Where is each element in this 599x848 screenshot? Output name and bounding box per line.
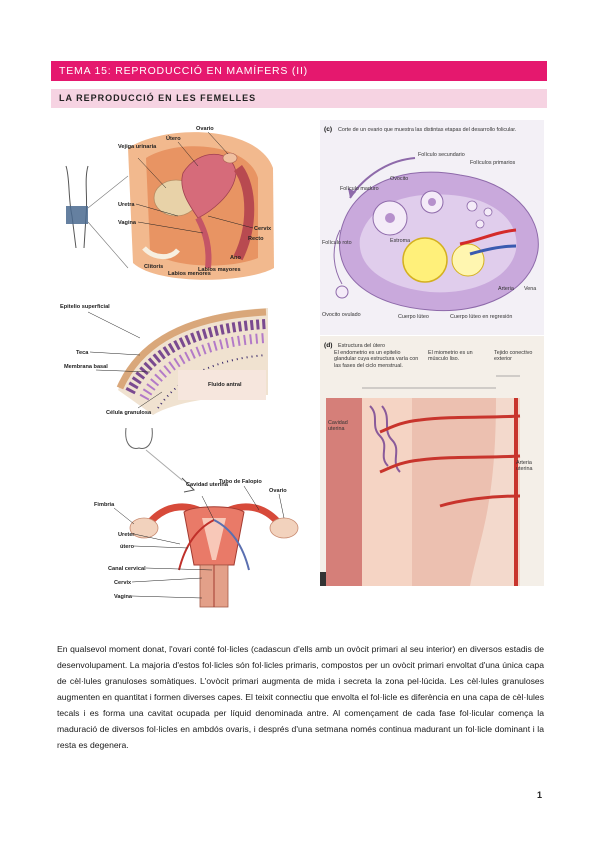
- label-epitelio: Epitelio superficial: [60, 304, 110, 310]
- label-cuerpo-luteo: Cuerpo lúteo: [398, 314, 429, 320]
- label-ovario-uterus: Ovario: [269, 488, 287, 494]
- label-ureter: Ureter: [118, 532, 135, 538]
- label-clitoris: Clítoris: [144, 264, 163, 270]
- ovary-figure: (c) Corte de un ovario que muestra las d…: [320, 120, 544, 335]
- label-arteria: Arteria: [498, 286, 514, 292]
- uterus-figure: Cavidad uterina Tubo de Falopio Ovario F…: [84, 420, 304, 610]
- label-foliculos-primarios: Folículos primarios: [470, 160, 516, 166]
- caption-d-letter: (d): [324, 342, 332, 349]
- label-fimbria: Fimbria: [94, 502, 115, 508]
- label-vagina-uterus: Vagina: [114, 594, 133, 600]
- label-cervix-uterus: Cervix: [114, 580, 132, 586]
- caption-c-letter: (c): [324, 126, 332, 133]
- page-number: 1: [537, 790, 543, 800]
- label-ano: Ano: [230, 255, 241, 261]
- label-ovocito-ovulado: Ovocito ovulado: [322, 312, 361, 318]
- label-foliculo-roto: Folículo roto: [322, 240, 352, 246]
- section-title: TEMA 15: REPRODUCCIÓ EN MAMÍFERS (II): [59, 65, 308, 77]
- label-foliculo-maduro: Folículo maduro: [340, 186, 379, 192]
- label-miometrio: El miometrio es un músculo liso.: [428, 350, 473, 363]
- caption-c-text: Corte de un ovario que muestra las disti…: [338, 127, 516, 133]
- subsection-title-bar: LA REPRODUCCIÓ EN LES FEMELLES: [51, 89, 547, 108]
- label-celula-granulosa: Célula granulosa: [106, 410, 152, 416]
- label-estroma: Estroma: [390, 238, 410, 244]
- label-utero: Útero: [166, 135, 181, 142]
- follicle-wall-figure: Epitelio superficial Teca Membrana basal…: [58, 300, 278, 420]
- label-labios-mayores: Labios mayores: [198, 267, 241, 273]
- label-canal-cervical: Canal cervical: [108, 566, 146, 572]
- label-fluido-antral: Fluido antral: [208, 382, 242, 388]
- endometrium-figure: (d) Estructura del útero El endometrio e…: [320, 336, 544, 586]
- label-ovario: Ovario: [196, 126, 214, 132]
- label-uretra: Uretra: [118, 202, 135, 208]
- label-labios-menores: Labios menores: [168, 271, 211, 277]
- label-tubo-falopio: Tubo de Falopio: [219, 479, 262, 485]
- label-utero-uterus: útero: [120, 544, 135, 550]
- label-endometrio: El endometrio es un epitelio glandular c…: [334, 350, 419, 369]
- label-cavidad-uterina: Cavidad uterina: [186, 482, 229, 488]
- pelvis-figure: Ovario Útero Vejiga urinaria Uretra Vagi…: [58, 118, 283, 293]
- label-vagina: Vagina: [118, 220, 137, 226]
- label-recto: Recto: [248, 236, 264, 242]
- label-vena: Vena: [524, 286, 536, 292]
- body-paragraph: En qualsevol moment donat, l'ovari conté…: [57, 643, 544, 750]
- label-membrana-basal: Membrana basal: [64, 364, 108, 370]
- label-cervix: Cervix: [254, 226, 272, 232]
- label-ovocito: Ovocito: [390, 176, 408, 182]
- label-cavidad-uterina-d: Cavidad uterina: [328, 420, 348, 433]
- label-cuerpo-luteo-regresion: Cuerpo lúteo en regresión: [450, 314, 512, 320]
- label-vejiga: Vejiga urinaria: [118, 144, 157, 150]
- section-title-bar: TEMA 15: REPRODUCCIÓ EN MAMÍFERS (II): [51, 61, 547, 81]
- label-arteria-uterina: Arteria uterina: [516, 460, 533, 473]
- caption-d-text: Estructura del útero: [338, 343, 385, 349]
- label-foliculo-secundario: Folículo secundario: [418, 152, 465, 158]
- label-tejido-conectivo: Tejido conectivo exterior: [494, 350, 533, 363]
- label-teca: Teca: [76, 350, 89, 356]
- subsection-title: LA REPRODUCCIÓ EN LES FEMELLES: [59, 93, 257, 103]
